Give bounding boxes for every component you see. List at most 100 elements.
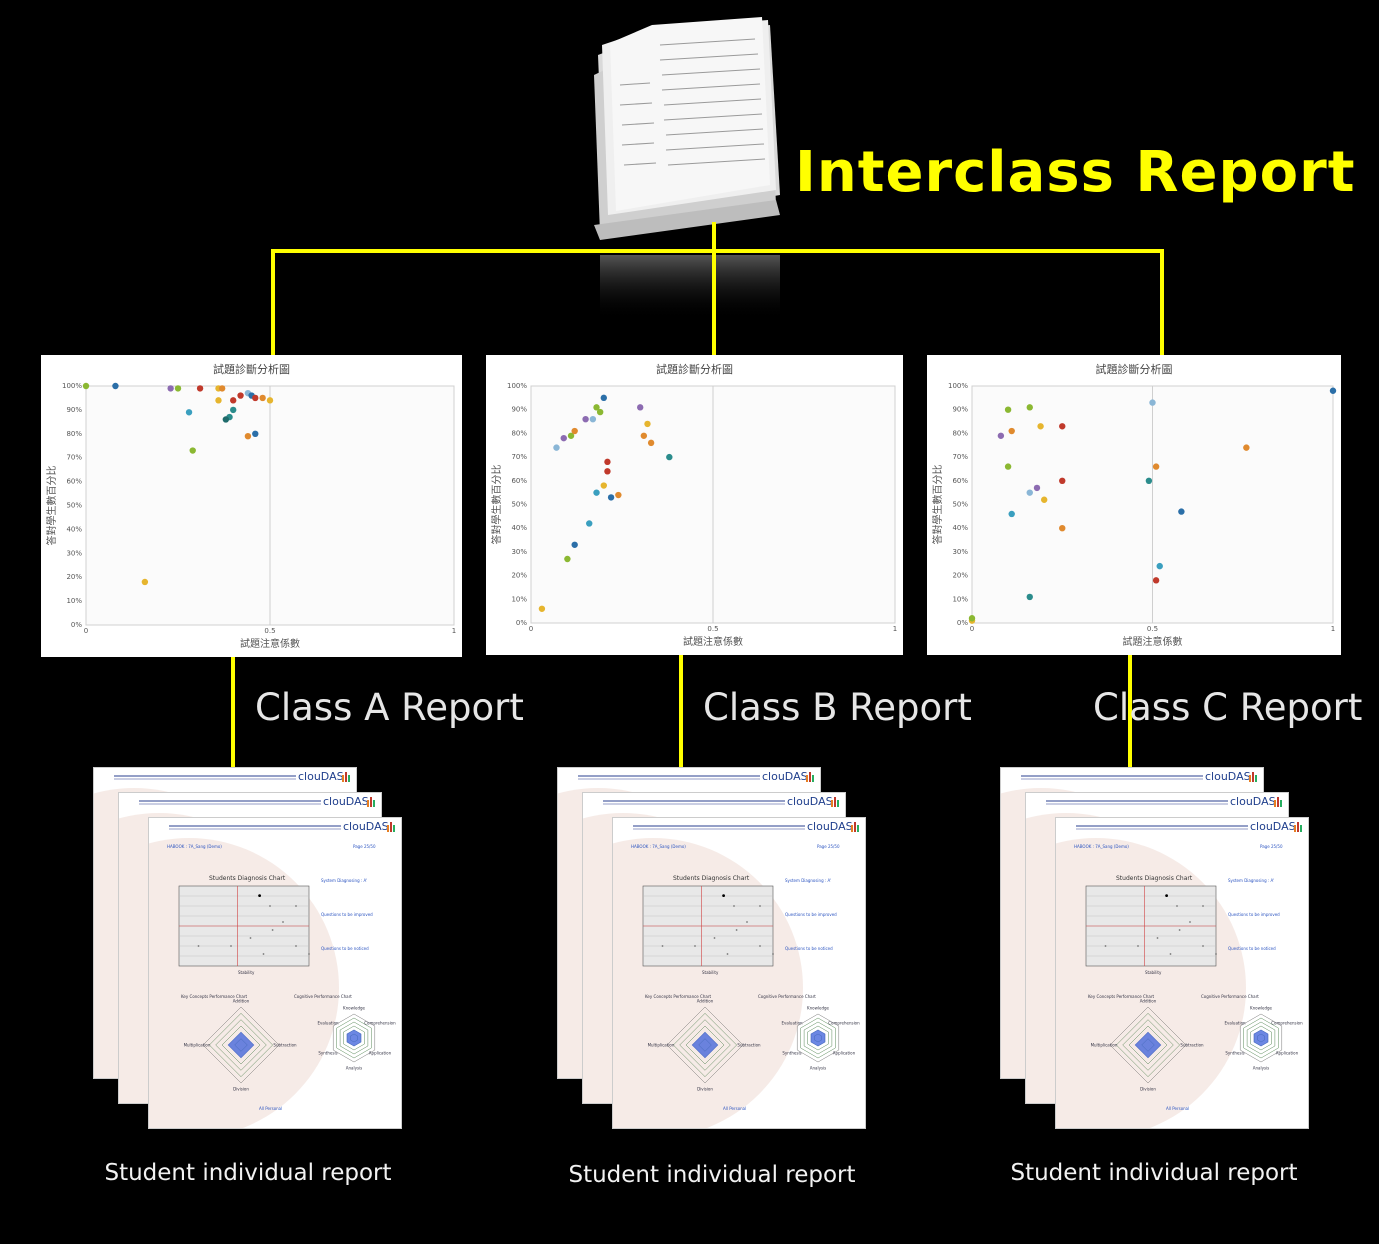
- y-tick-label: 30%: [511, 548, 527, 556]
- scatter-point: [1156, 562, 1163, 570]
- diagnosis-point: [258, 894, 261, 897]
- scatter-point: [174, 385, 182, 392]
- scatter-point: [237, 392, 244, 399]
- scatter-point: [1152, 577, 1160, 584]
- logo-bar: [387, 825, 389, 832]
- key-concepts-radar-ring: [221, 1025, 261, 1065]
- class-name: HABOOK : 7A_Sang (Demo): [167, 844, 222, 849]
- class-b-label: Class B Report: [703, 686, 972, 729]
- x-tick-label: 1: [893, 625, 897, 633]
- scatter-point: [615, 491, 622, 499]
- diagnosis-point: [1165, 894, 1168, 897]
- scatter-point: [586, 520, 593, 527]
- page-title: Interclass Report: [795, 140, 1356, 205]
- y-axis-label: 答對學生數百分比: [45, 466, 58, 546]
- y-tick-label: 100%: [507, 382, 527, 390]
- key-concepts-radar-axis-label: Division: [233, 1087, 249, 1092]
- y-tick-label: 20%: [952, 572, 968, 580]
- y-tick-label: 80%: [511, 429, 527, 437]
- scatter-point: [567, 432, 575, 439]
- key-concepts-radar-axis-label: Addition: [697, 999, 714, 1004]
- key-concepts-title: Key Concepts Performance Chart: [645, 994, 711, 999]
- cognitive-radar-ring: [1246, 1021, 1276, 1055]
- scatter-point: [141, 578, 149, 586]
- key-concepts-radar-axis-label: Subtraction: [1180, 1043, 1204, 1048]
- key-concepts-radar-axis-label: Addition: [233, 999, 250, 1004]
- y-tick-label: 60%: [511, 477, 527, 485]
- logo-bar: [367, 800, 369, 807]
- diagnosis-point: [1176, 905, 1178, 907]
- diagnosis-point: [759, 905, 761, 907]
- key-concepts-radar-axis-label: Multiplication: [1091, 1043, 1118, 1048]
- connector-c-students: [1128, 650, 1132, 770]
- clouDAS-logo: clouDAS: [1230, 795, 1276, 808]
- cognitive-radar-ring: [336, 1017, 372, 1059]
- diagnosis-point: [262, 953, 265, 955]
- y-axis-label: 答對學生數百分比: [931, 465, 944, 545]
- scatter-point: [1008, 510, 1015, 518]
- cognitive-radar-axis-label: Evaluation: [1224, 1021, 1246, 1026]
- scatter-point: [252, 394, 259, 402]
- scatter-point: [1149, 399, 1156, 406]
- logo-bar: [342, 775, 344, 782]
- diagnosis-point: [282, 921, 284, 923]
- y-tick-label: 10%: [511, 595, 527, 603]
- logo-bar: [370, 797, 372, 807]
- y-tick-label: 40%: [66, 525, 82, 533]
- scatter-point: [1243, 444, 1250, 451]
- diagnosis-chart-title: Students Diagnosis Chart: [673, 875, 750, 882]
- scatter-point: [230, 406, 237, 414]
- key-concepts-radar-area: [691, 1031, 719, 1059]
- class-name: HABOOK : 7A_Sang (Demo): [631, 844, 686, 849]
- y-tick-label: 80%: [66, 430, 82, 438]
- diagnosis-chart-title: Students Diagnosis Chart: [1116, 875, 1193, 882]
- radar-legend: All Personal: [723, 1106, 746, 1111]
- radar-legend: All Personal: [259, 1106, 282, 1111]
- key-concepts-radar-ring: [1109, 1006, 1187, 1084]
- scatter-point: [1329, 387, 1337, 394]
- logo-bar: [1277, 797, 1279, 807]
- key-concepts-radar-ring: [215, 1019, 267, 1071]
- diagnosis-point: [269, 905, 271, 907]
- scatter-point: [259, 394, 266, 402]
- key-concepts-radar-ring: [1128, 1025, 1168, 1065]
- y-tick-label: 0%: [957, 619, 968, 627]
- logo-bar: [834, 797, 836, 807]
- key-concepts-radar-ring: [666, 1006, 744, 1084]
- cognitive-radar-axis-label: Synthesis: [1225, 1051, 1244, 1056]
- scatter-point: [600, 482, 607, 489]
- radar-legend: All Personal: [1166, 1106, 1189, 1111]
- diagnosis-point: [1202, 945, 1204, 947]
- notice-label: Questions to be noticed: [321, 946, 369, 951]
- paper-stack-icon: [590, 15, 785, 320]
- connector-a-students: [231, 650, 235, 770]
- logo-bar: [1300, 825, 1302, 832]
- y-tick-label: 60%: [952, 477, 968, 485]
- cognitive-radar-axis-label: Synthesis: [318, 1051, 337, 1056]
- x-tick-label: 0: [529, 625, 533, 633]
- cognitive-radar-axis-label: Analysis: [1253, 1066, 1269, 1071]
- diagnosis-point: [308, 953, 310, 955]
- logo-bar: [1249, 775, 1251, 782]
- scatter-point: [644, 420, 651, 428]
- class-c-caption: Student individual report: [1010, 1160, 1298, 1186]
- key-concepts-radar-ring: [685, 1025, 725, 1065]
- logo-bar: [373, 800, 375, 807]
- key-concepts-title: Key Concepts Performance Chart: [181, 994, 247, 999]
- cognitive-radar-axis-label: Comprehension: [364, 1021, 396, 1026]
- scatter-point: [582, 415, 589, 423]
- page-number: Page 25/50: [817, 844, 840, 849]
- cognitive-radar-area: [1253, 1029, 1269, 1047]
- page-number: Page 25/50: [353, 844, 376, 849]
- logo-bar: [393, 825, 395, 832]
- diagnosis-result: System Diagnosing : A': [785, 878, 831, 883]
- scatter-point: [218, 385, 226, 392]
- scatter-point: [1178, 508, 1185, 515]
- diagnosis-result: System Diagnosing : A': [321, 878, 367, 883]
- notice-label: Questions to be noticed: [785, 946, 833, 951]
- logo-bar: [812, 775, 814, 782]
